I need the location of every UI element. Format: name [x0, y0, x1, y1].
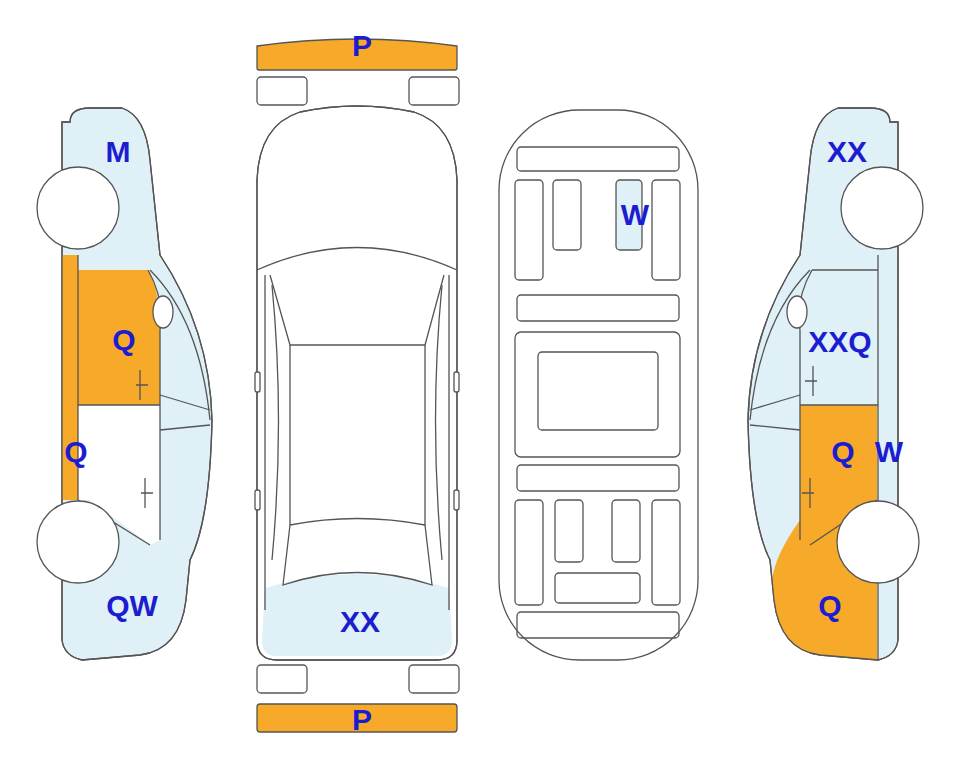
right-side-view: [748, 108, 923, 660]
top-view: [255, 106, 459, 660]
damage-code: Q: [64, 437, 87, 467]
left-side-view: [37, 108, 212, 660]
damage-code: W: [621, 200, 649, 230]
damage-code: W: [875, 437, 903, 467]
damage-code: XX: [827, 137, 867, 167]
damage-code: XXQ: [808, 327, 871, 357]
damage-code: Q: [818, 591, 841, 621]
damage-code: P: [352, 31, 372, 61]
damage-code: M: [106, 137, 131, 167]
damage-code: P: [352, 705, 372, 735]
damage-code: QW: [106, 591, 158, 621]
damage-code: Q: [112, 325, 135, 355]
damage-code: XX: [340, 607, 380, 637]
damage-code: Q: [831, 437, 854, 467]
underbody-view: [499, 110, 698, 660]
